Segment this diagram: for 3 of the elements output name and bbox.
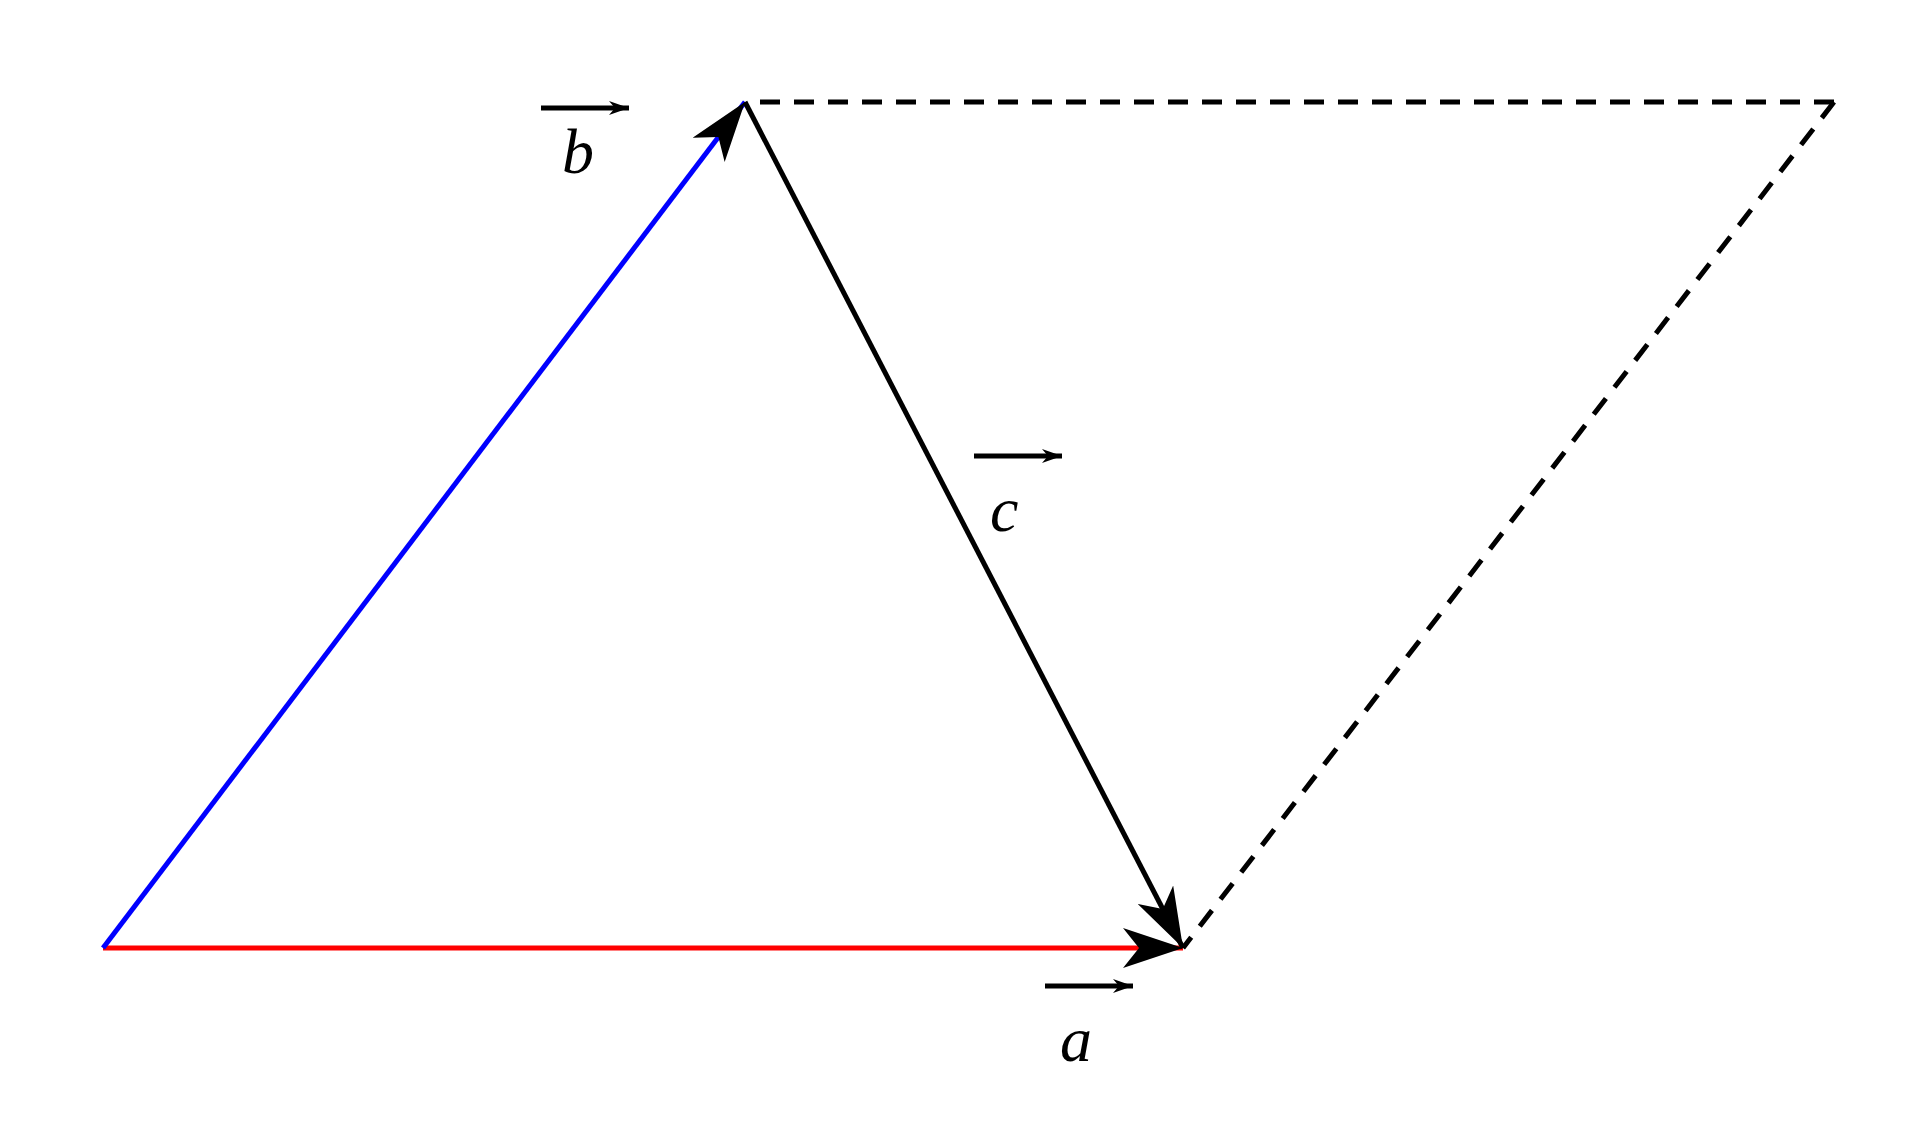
- vector-label: a: [1060, 1008, 1092, 1072]
- vector-label: c: [990, 478, 1019, 542]
- vector-label: b: [562, 120, 594, 184]
